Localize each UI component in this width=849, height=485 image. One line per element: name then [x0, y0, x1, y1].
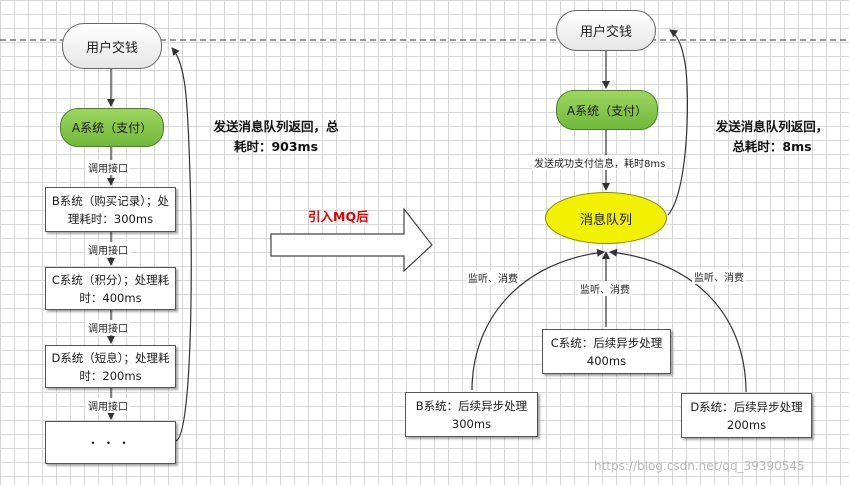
right-system-a-node: A系统（支付）: [556, 90, 658, 130]
listen-label-c: 监听、消费: [578, 281, 632, 296]
right-total-time-note: 发送消息队列返回，总耗时：8ms: [715, 119, 829, 154]
left-system-a-node: A系统（支付）: [60, 108, 164, 147]
call-label-2: 调用接口: [86, 242, 130, 257]
left-return-arrow: [171, 47, 192, 442]
call-label-4: 调用接口: [86, 398, 130, 413]
send-success-label: 发送成功支付信息，耗时8ms: [532, 155, 668, 170]
left-system-b-node: B系统（购买记录）；处理耗时：300ms: [45, 187, 176, 232]
right-system-d-node: D系统：后续异步处理200ms: [681, 393, 812, 438]
watermark: https://blog.csdn.net/qq_39390545: [594, 459, 805, 473]
left-system-d-node: D系统（短息）；处理耗时：200ms: [45, 345, 176, 388]
listen-label-b: 监听、消费: [466, 270, 520, 285]
left-total-time-note: 发送消息队列返回，总耗时：903ms: [213, 119, 339, 154]
call-label-3: 调用接口: [86, 320, 130, 335]
right-system-c-node: C系统：后续异步处理400ms: [542, 329, 671, 374]
call-label-1: 调用接口: [86, 160, 130, 175]
mq-transition-arrow: [270, 207, 433, 273]
left-system-c-node: C系统（积分）；处理耗时：400ms: [45, 267, 176, 310]
right-system-b-node: B系统：后续异步处理300ms: [405, 392, 538, 437]
left-user-pays-node: 用户交钱: [62, 23, 162, 69]
right-user-pays-node: 用户交钱: [556, 10, 656, 51]
left-more-systems-node: ・・・: [45, 421, 176, 464]
right-return-arrow: [667, 29, 688, 216]
message-queue-node: 消息队列: [545, 192, 667, 244]
listen-label-d: 监听、消费: [692, 269, 746, 284]
mq-transition-label: 引入MQ后: [308, 209, 369, 224]
